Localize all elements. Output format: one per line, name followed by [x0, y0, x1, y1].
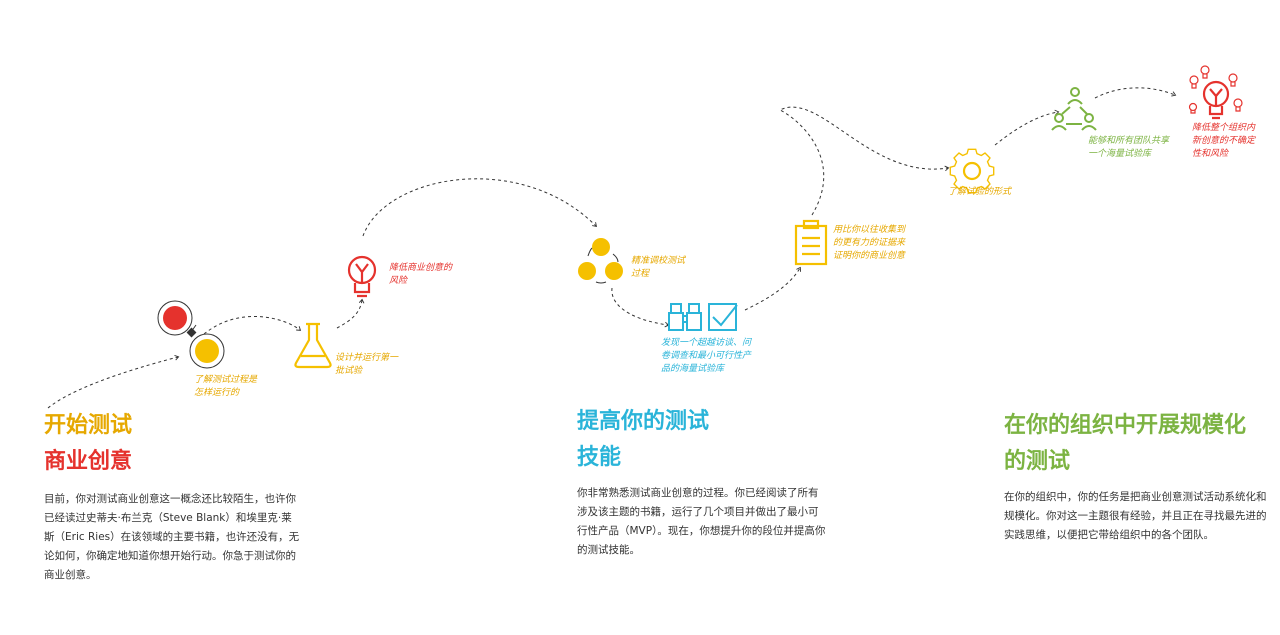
gear-icon — [949, 148, 995, 194]
clipboard-icon — [794, 219, 828, 266]
flask-icon — [294, 322, 332, 369]
section-title-scale: 在你的组织中开展规模化 的测试 — [1004, 413, 1247, 474]
step-label-reduce-risk: 降低商业创意的 风险 — [389, 263, 453, 286]
section-body-improve: 你非常熟悉测试商业创意的过程。你已经阅读了所有涉及该主题的书籍，运行了几个项目并… — [577, 487, 826, 556]
step-label-org-risk: 降低整个组织内 新创意的不确定 性和风险 — [1192, 123, 1256, 159]
step-label-share: 能够和所有团队共享 一个海量试验库 — [1088, 136, 1170, 159]
binoculars-check-icon — [668, 303, 738, 331]
path-segment-6 — [744, 266, 801, 311]
section-title-start: 开始测试 商业创意 — [44, 413, 133, 474]
lightbulbs-icon — [1188, 65, 1243, 120]
red-yellow-circles-icon — [157, 300, 225, 369]
section-body-start: 目前，你对测试商业创意这一概念还比较陌生，也许你已经读过史蒂夫·布兰克（Stev… — [44, 493, 300, 581]
path-segment-3 — [336, 298, 365, 329]
section-title-improve: 提高你的测试 技能 — [577, 409, 710, 470]
path-segment-8 — [994, 109, 1060, 146]
step-label-calibrate: 精准调校测试 过程 — [631, 256, 686, 279]
step-label-first-test: 设计并运行第一 批试验 — [335, 353, 399, 376]
step-label-discover: 发现一个超越访谈、问 卷调查和最小可行性产 品的海量试验库 — [661, 338, 752, 374]
path-segment-1 — [47, 355, 180, 409]
path-segment-7 — [778, 106, 950, 216]
step-label-understand: 了解测试过程是 怎样运行的 — [194, 375, 258, 398]
cycle-dots-icon — [578, 238, 623, 284]
step-label-evidence: 用比你以往收集到 的更有力的证据来 证明你的商业创意 — [833, 225, 906, 261]
path-segment-5 — [611, 287, 670, 328]
path-segment-4 — [362, 178, 597, 237]
team-network-icon — [1051, 87, 1097, 131]
path-segment-9 — [1094, 87, 1177, 99]
section-body-scale: 在你的组织中，你的任务是把商业创意测试活动系统化和规模化。你对这一主题很有经验，… — [1004, 491, 1267, 541]
step-label-formalize: 了解试验的形式 — [948, 187, 1012, 197]
lightbulb-icon — [347, 255, 377, 298]
path-segment-2 — [203, 315, 302, 335]
